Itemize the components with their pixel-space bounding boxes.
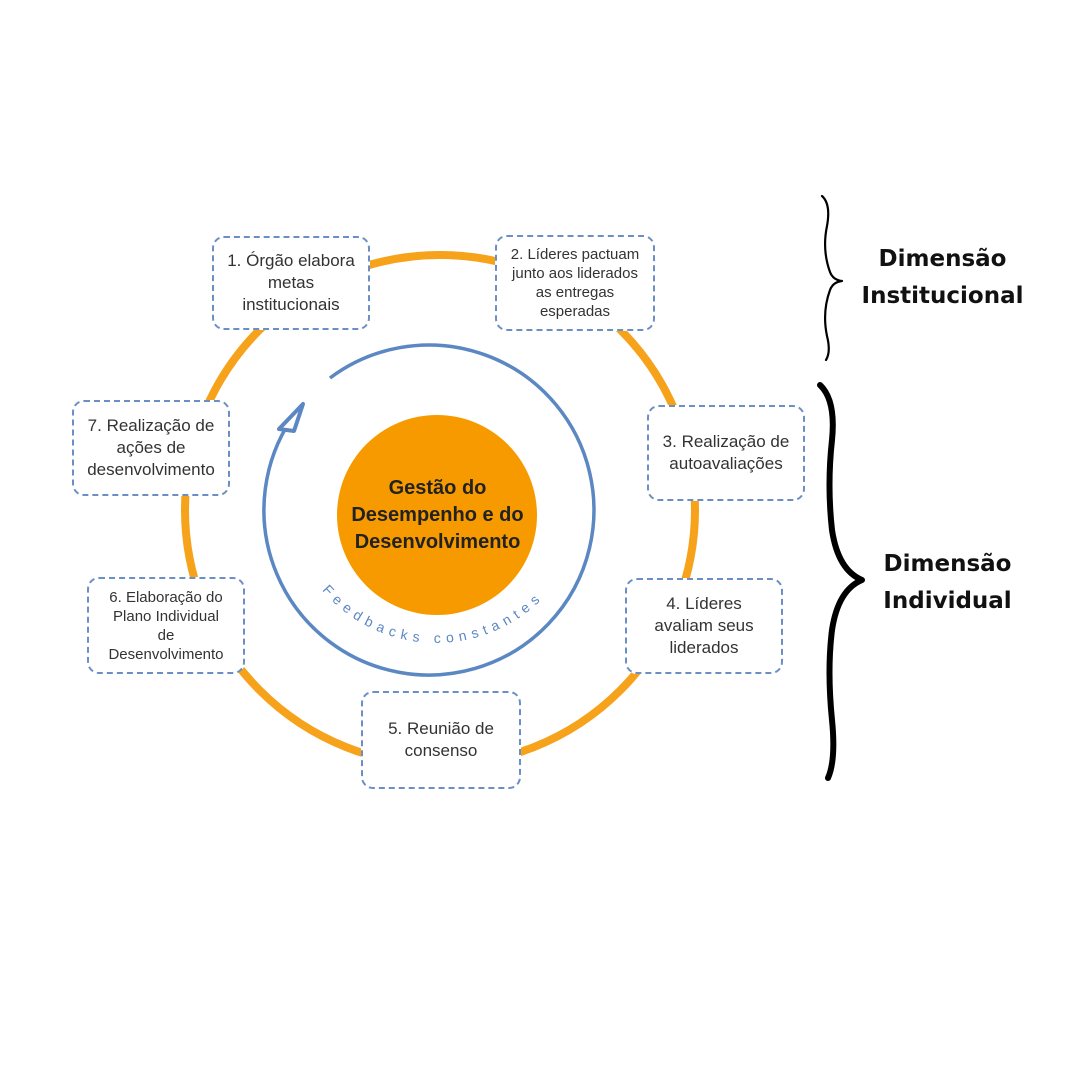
step-label-3: 3. Realização de autoavaliações	[662, 432, 790, 473]
center-circle	[337, 415, 537, 615]
step-box-4: 4. Líderes avaliam seus liderados	[625, 578, 783, 674]
step-label-4: 4. Líderes avaliam seus liderados	[654, 594, 754, 657]
dimension-institutional-label: Dimensão Institucional	[861, 246, 1024, 309]
step-label-7: 7. Realização de ações de desenvolviment…	[87, 416, 215, 479]
step-label-5: 5. Reunião de consenso	[388, 719, 494, 760]
dimension-individual-label: Dimensão Individual	[883, 551, 1012, 614]
step-label-6: 6. Elaboração do Plano Individual de Des…	[108, 588, 224, 663]
feedback-arrowhead-icon	[277, 402, 305, 433]
step-box-3: 3. Realização de autoavaliações	[647, 405, 805, 501]
step-box-7: 7. Realização de ações de desenvolviment…	[72, 400, 230, 496]
step-label-1: 1. Órgão elabora metas institucionais	[227, 251, 355, 314]
brace-individual-icon	[817, 382, 865, 781]
brace-institutional-icon	[820, 194, 844, 362]
step-box-1: 1. Órgão elabora metas institucionais	[212, 236, 370, 330]
step-box-2: 2. Líderes pactuam junto aos liderados a…	[495, 235, 655, 331]
step-label-2: 2. Líderes pactuam junto aos liderados a…	[510, 246, 640, 320]
center-title: Gestão do Desempenho e do Desenvolviment…	[351, 476, 524, 553]
step-box-5: 5. Reunião de consenso	[361, 691, 521, 789]
feedback-cycle-arrow	[262, 343, 596, 677]
step-box-6: 6. Elaboração do Plano Individual de Des…	[87, 577, 245, 674]
